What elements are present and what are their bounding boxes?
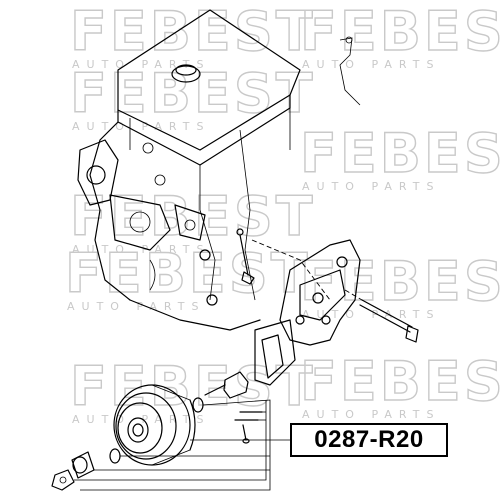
watermark-brand: FEBEST: [70, 0, 316, 63]
watermark-logo: FEBEST AUTO PARTS: [69, 61, 316, 133]
watermark-brand: FEBEST: [65, 242, 311, 305]
watermark-tagline: AUTO PARTS: [67, 300, 205, 313]
watermark-logo: FEBEST AUTO PARTS: [64, 241, 311, 313]
watermark-tagline: AUTO PARTS: [72, 243, 210, 256]
tensioner-bracket-drawing: [254, 239, 419, 386]
watermark-brand: FEBEST: [300, 122, 500, 185]
watermark-tagline: AUTO PARTS: [72, 413, 210, 426]
watermark-logo: FEBEST AUTO PARTS: [299, 121, 500, 193]
watermark-logo: FEBEST AUTO PARTS: [69, 0, 316, 71]
watermark-brand: FEBEST: [300, 350, 500, 413]
watermark-logo: FEBEST AUTO PARTS: [69, 354, 316, 426]
watermark-tagline: AUTO PARTS: [72, 120, 210, 133]
watermark-brand: FEBEST: [70, 355, 316, 418]
watermark-logo: FEBEST AUTO PARTS: [299, 249, 500, 321]
part-number-box: 0287-R20: [290, 423, 448, 457]
watermark-brand: FEBEST: [300, 0, 500, 63]
watermark-tagline: AUTO PARTS: [302, 180, 440, 193]
watermark-tagline: AUTO PARTS: [302, 408, 440, 421]
watermark-tagline: AUTO PARTS: [302, 308, 440, 321]
watermark-logo: FEBEST AUTO PARTS: [299, 349, 500, 421]
watermark-tagline: AUTO PARTS: [302, 58, 440, 71]
watermark-logo: FEBEST AUTO PARTS: [299, 0, 500, 71]
watermark-brand: FEBEST: [70, 62, 316, 125]
pulley-assembly-drawing: [51, 371, 290, 491]
watermark-layer: FEBEST AUTO PARTS FEBEST AUTO PARTS FEBE…: [64, 0, 500, 426]
engine-block-drawing: [77, 9, 361, 331]
part-number-label: 0287-R20: [314, 426, 424, 453]
watermark-brand: FEBEST: [300, 250, 500, 313]
watermark-tagline: AUTO PARTS: [72, 58, 210, 71]
